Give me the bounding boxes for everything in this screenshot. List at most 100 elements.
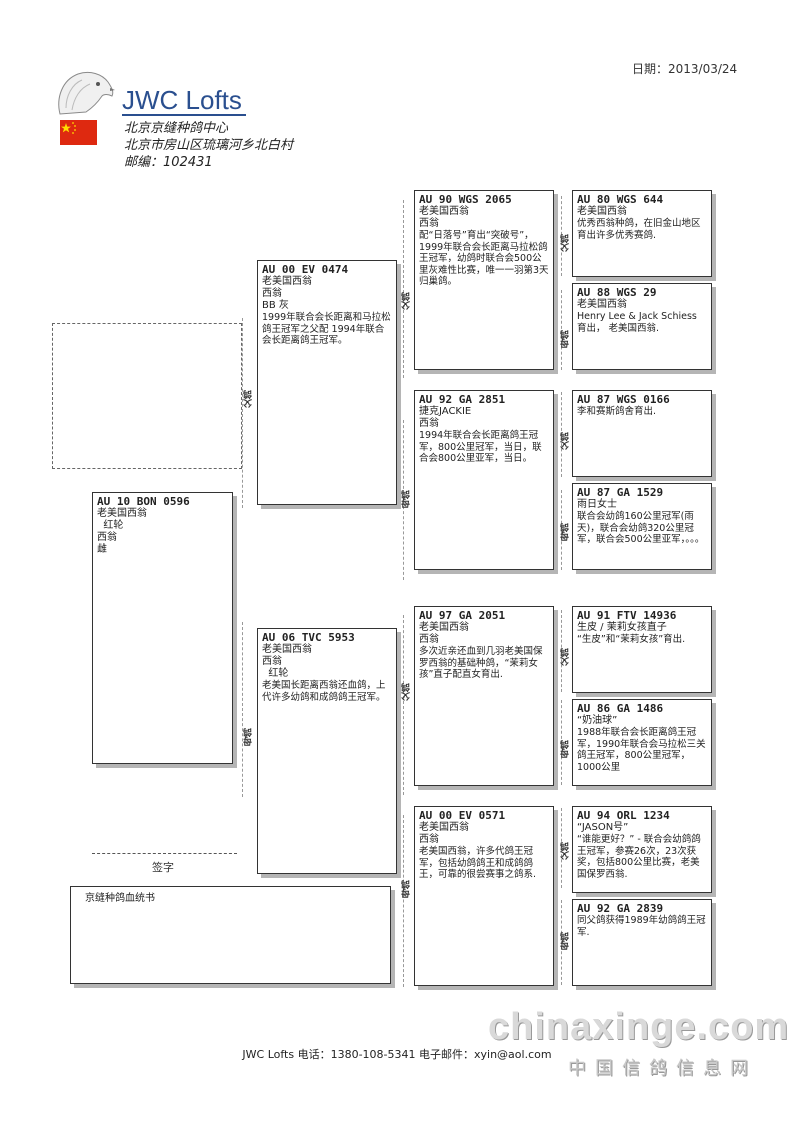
connector-line — [242, 622, 243, 797]
granddam-dam-side-card: AU 00 EV 0571 老美国西翁 西翁 老美国西翁，许多代鸽王冠军，包括幼… — [414, 806, 554, 986]
description: 联合会幼鸽160公里冠军(雨天)，联合会幼鸽320公里冠军，联合会500公里亚军… — [577, 511, 705, 545]
connector-line — [242, 318, 243, 508]
dam-label: 母鸽 — [561, 740, 571, 758]
pedigree-date: 日期：2013/03/24 — [632, 62, 738, 76]
detail-line: 老美国西翁 — [97, 508, 147, 519]
ring-number: AU 91 FTV 14936 — [577, 609, 677, 622]
description: 1988年联合会长距离鸽王冠军，1990年联合会马拉松三关鸽王冠军，800公里冠… — [577, 727, 706, 773]
connector-line — [561, 808, 562, 888]
subject-card: AU 10 BON 0596 老美国西翁 红轮 西翁 雌 — [92, 492, 233, 764]
great-grandparent-card: AU 92 GA 2839 同父鸽获得1989年幼鸽鸽王冠军. — [572, 899, 712, 986]
detail-line: 老美国西翁 — [419, 206, 469, 217]
certificate-title: 京缝种鸽血统书 — [85, 893, 155, 904]
sire-label: 父鸽 — [244, 390, 254, 408]
dam-label: 母鸽 — [561, 330, 571, 348]
connector-line — [561, 900, 562, 985]
great-grandparent-card: AU 88 WGS 29 老美国西翁 Henry Lee & Jack Schi… — [572, 283, 712, 370]
dam-label: 母鸽 — [561, 932, 571, 950]
detail-line: 生皮 / 茉莉女孩直子 — [577, 622, 667, 633]
detail-line: BB 灰 — [262, 300, 289, 311]
detail-line: 雨日女士 — [577, 499, 617, 510]
ring-number: AU 90 WGS 2065 — [419, 193, 512, 206]
description: “谁能更好？” - 联合会幼鸽鸽王冠军，参赛26次，23次获奖，包括800公里比… — [577, 834, 701, 880]
detail-line: 西翁 — [419, 834, 439, 845]
granddam-sire-side-card: AU 92 GA 2851 捷克JACKIE 西翁 1994年联合会长距离鸽王冠… — [414, 390, 554, 570]
dam-label: 母鸽 — [244, 728, 254, 746]
ring-number: AU 88 WGS 29 — [577, 286, 657, 299]
certificate-box: 京缝种鸽血统书 — [70, 886, 391, 984]
detail-line: “奶油球” — [577, 715, 618, 726]
address-block: 北京京缝种鸽中心 北京市房山区琉璃河乡北白村 邮编：102431 — [124, 120, 293, 171]
connector-line — [561, 700, 562, 785]
great-grandparent-card: AU 87 GA 1529 雨日女士 联合会幼鸽160公里冠军(雨天)，联合会幼… — [572, 483, 712, 570]
ring-number: AU 86 GA 1486 — [577, 702, 664, 715]
description: 配“日落号”育出“突破号”，1999年联合会长距离马拉松鸽王冠军，幼鸽时联合会5… — [419, 230, 549, 287]
connector-line — [561, 490, 562, 570]
description: 老美国西翁，许多代鸽王冠军，包括幼鸽鸽王和成鸽鸽王，可靠的很尝赛事之鸽系. — [419, 846, 537, 880]
grandsire-dam-side-card: AU 97 GA 2051 老美国西翁 西翁 多次近亲还血到几羽老美国保罗西翁的… — [414, 606, 554, 786]
sire-label: 父鸽 — [561, 842, 571, 860]
dam-card: AU 06 TVC 5953 老美国西翁 西翁 红轮 老美国长距离西翁还血鸽，上… — [257, 628, 397, 874]
address-line-1: 北京京缝种鸽中心 — [124, 121, 229, 136]
pigeon-logo-icon — [58, 71, 115, 115]
footer-contact: JWC Lofts 电话：1380-108-5341 电子邮件：xyin@aol… — [242, 1048, 552, 1061]
ring-number: AU 00 EV 0474 — [262, 263, 349, 276]
detail-line: 红轮 — [262, 668, 289, 679]
dam-label: 母鸽 — [402, 880, 412, 898]
detail-line: 捷克JACKIE — [419, 406, 472, 417]
description: Henry Lee & Jack Schiess 育出， 老美国西翁. — [577, 311, 697, 334]
connector-line — [561, 392, 562, 477]
watermark-domain: chinaxinge.com — [488, 1006, 790, 1048]
detail-line: 老美国西翁 — [419, 822, 469, 833]
great-grandparent-card: AU 94 ORL 1234 “JASON号” “谁能更好？” - 联合会幼鸽鸽… — [572, 806, 712, 893]
ring-number: AU 92 GA 2839 — [577, 902, 664, 915]
detail-line: 西翁 — [262, 288, 282, 299]
connector-line — [403, 200, 404, 378]
description: 老美国长距离西翁还血鸽，上代许多幼鸽和成鸽鸽王冠军。 — [262, 680, 386, 703]
signature-line — [92, 853, 237, 854]
connector-line — [561, 196, 562, 276]
detail-line: 老美国西翁 — [419, 622, 469, 633]
ring-number: AU 97 GA 2051 — [419, 609, 506, 622]
great-grandparent-card: AU 91 FTV 14936 生皮 / 茉莉女孩直子 “生皮”和“茉莉女孩”育… — [572, 606, 712, 693]
ring-number: AU 94 ORL 1234 — [577, 809, 670, 822]
detail-line: 西翁 — [419, 418, 439, 429]
connector-line — [561, 610, 562, 692]
detail-line: 西翁 — [97, 532, 117, 543]
ring-number: AU 80 WGS 644 — [577, 193, 664, 206]
detail-line: 红轮 — [97, 520, 124, 531]
signature-label: 签字 — [152, 861, 174, 874]
ring-number: AU 87 WGS 0166 — [577, 393, 670, 406]
description: 李和赛斯鸽舍育出. — [577, 406, 657, 417]
great-grandparent-card: AU 87 WGS 0166 李和赛斯鸽舍育出. — [572, 390, 712, 477]
description: 同父鸽获得1989年幼鸽鸽王冠军. — [577, 915, 706, 938]
china-flag-icon — [60, 120, 97, 145]
dam-label: 母鸽 — [402, 490, 412, 508]
sire-label: 父鸽 — [561, 234, 571, 252]
sire-label: 父鸽 — [402, 292, 412, 310]
ring-number: AU 00 EV 0571 — [419, 809, 506, 822]
photo-placeholder — [52, 323, 242, 469]
address-line-2: 北京市房山区琉璃河乡北白村 — [124, 138, 294, 153]
ring-number: AU 10 BON 0596 — [97, 495, 190, 508]
sire-label: 父鸽 — [402, 683, 412, 701]
ring-number: AU 92 GA 2851 — [419, 393, 506, 406]
description: 1994年联合会长距离鸽王冠军，800公里冠军，当日，联合会800公里亚军，当日… — [419, 430, 542, 464]
connector-line — [403, 615, 404, 795]
detail-line: 西翁 — [262, 656, 282, 667]
sire-label: 父鸽 — [561, 432, 571, 450]
sire-card: AU 00 EV 0474 老美国西翁 西翁 BB 灰 1999年联合会长距离和… — [257, 260, 397, 505]
detail-line: 老美国西翁 — [262, 644, 312, 655]
great-grandparent-card: AU 86 GA 1486 “奶油球” 1988年联合会长距离鸽王冠军，1990… — [572, 699, 712, 786]
description: “生皮”和“茉莉女孩”育出. — [577, 634, 686, 645]
connector-line — [403, 420, 404, 580]
brand-name: JWC Lofts — [122, 86, 246, 116]
description: 1999年联合会长距离和马拉松鸽王冠军之父配 1994年联合会长距离鸽王冠军。 — [262, 312, 391, 346]
great-grandparent-card: AU 80 WGS 644 老美国西翁 优秀西翁种鸽，在旧金山地区育出许多优秀赛… — [572, 190, 712, 277]
sire-label: 父鸽 — [561, 648, 571, 666]
detail-line: 老美国西翁 — [577, 206, 627, 217]
connector-line — [561, 290, 562, 370]
ring-number: AU 06 TVC 5953 — [262, 631, 355, 644]
detail-line: 西翁 — [419, 634, 439, 645]
description: 优秀西翁种鸽，在旧金山地区育出许多优秀赛鸽. — [577, 218, 701, 241]
